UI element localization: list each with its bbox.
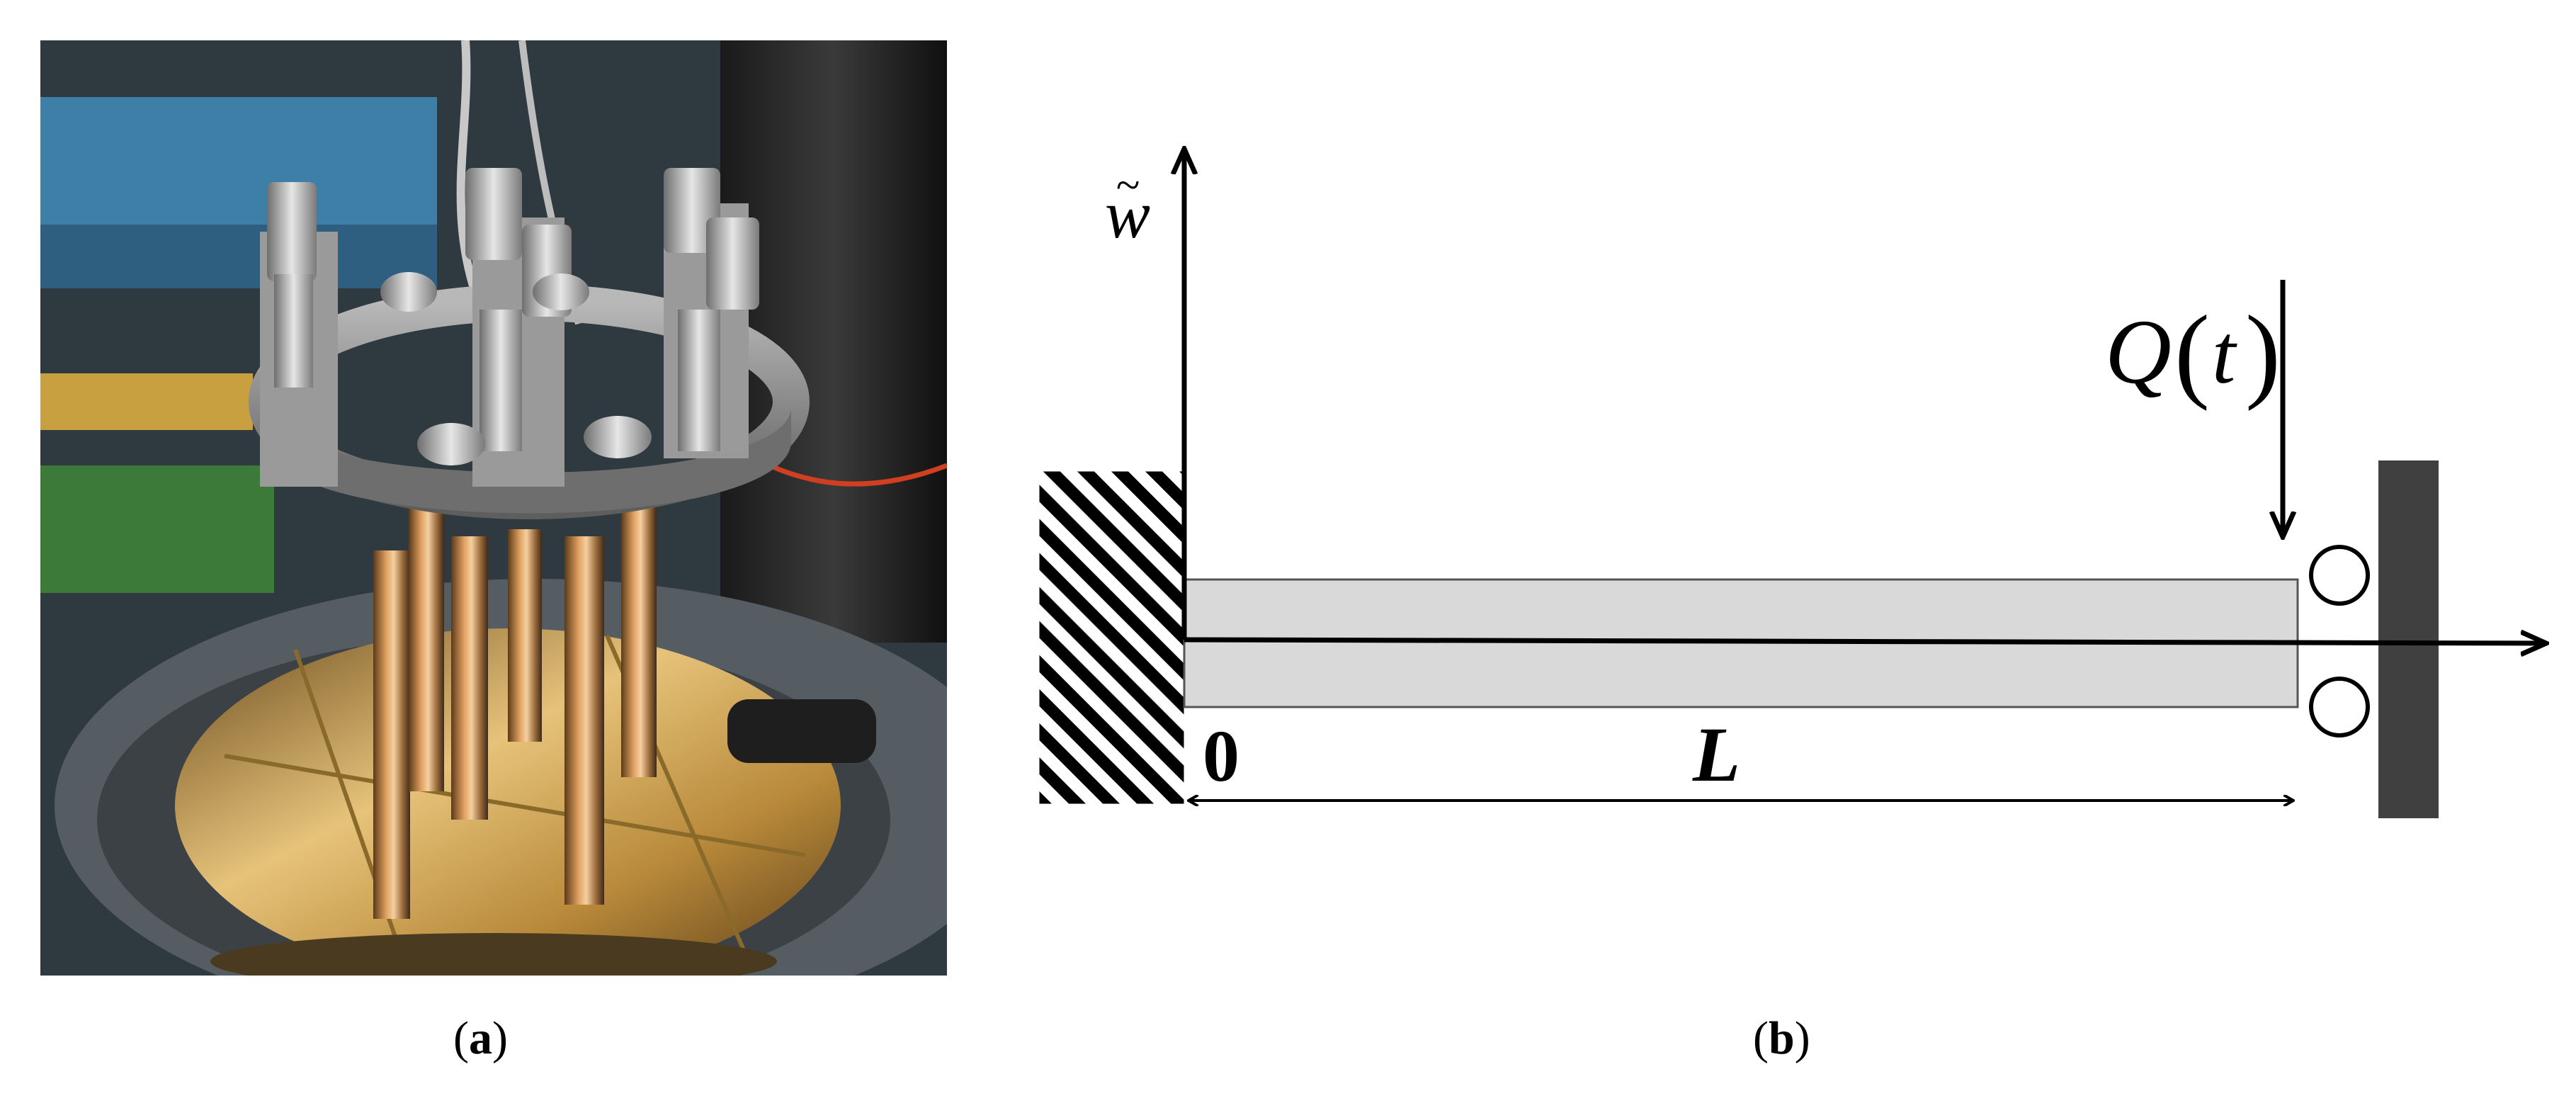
gold-stage: [175, 628, 841, 976]
caption-letter-a: a: [468, 1012, 492, 1064]
rod: [621, 494, 657, 777]
yellow-frame: [40, 373, 253, 430]
rod: [451, 536, 488, 820]
rod: [373, 550, 410, 919]
force-time-var: t: [2212, 307, 2237, 401]
fixture-photo: [40, 40, 947, 976]
rod: [409, 494, 444, 791]
roller-top: [2309, 545, 2370, 606]
socket-screw: [584, 416, 652, 458]
length-label: L: [1692, 711, 1740, 798]
force-q-letter: Q: [2105, 301, 2172, 403]
force-close-paren: ): [2245, 294, 2281, 412]
w-tilde-accent: ~: [1116, 162, 1140, 210]
socket-screw: [533, 273, 589, 310]
rod: [564, 536, 604, 905]
clamp-block: [664, 168, 759, 458]
x-axis-arrow: [1184, 640, 2546, 643]
socket-screw: [417, 423, 485, 465]
rod: [508, 529, 542, 742]
caption-panel-a: (a): [453, 1012, 508, 1064]
caption-letter-b: b: [1768, 1012, 1795, 1064]
force-open-paren: (: [2174, 294, 2210, 412]
roller-bottom: [2309, 677, 2370, 737]
beam-schematic: ~ w Q ( t ) 0 L: [1038, 113, 2576, 818]
w-displacement-label: w: [1105, 176, 1150, 252]
support-wall: [2378, 460, 2439, 818]
caption-panel-b: (b): [1753, 1012, 1810, 1064]
fixed-wall-hatch: [1038, 470, 1185, 805]
green-board: [40, 465, 274, 593]
origin-label: 0: [1203, 716, 1239, 797]
socket-screw: [380, 272, 437, 312]
clamp-block: [260, 182, 338, 487]
